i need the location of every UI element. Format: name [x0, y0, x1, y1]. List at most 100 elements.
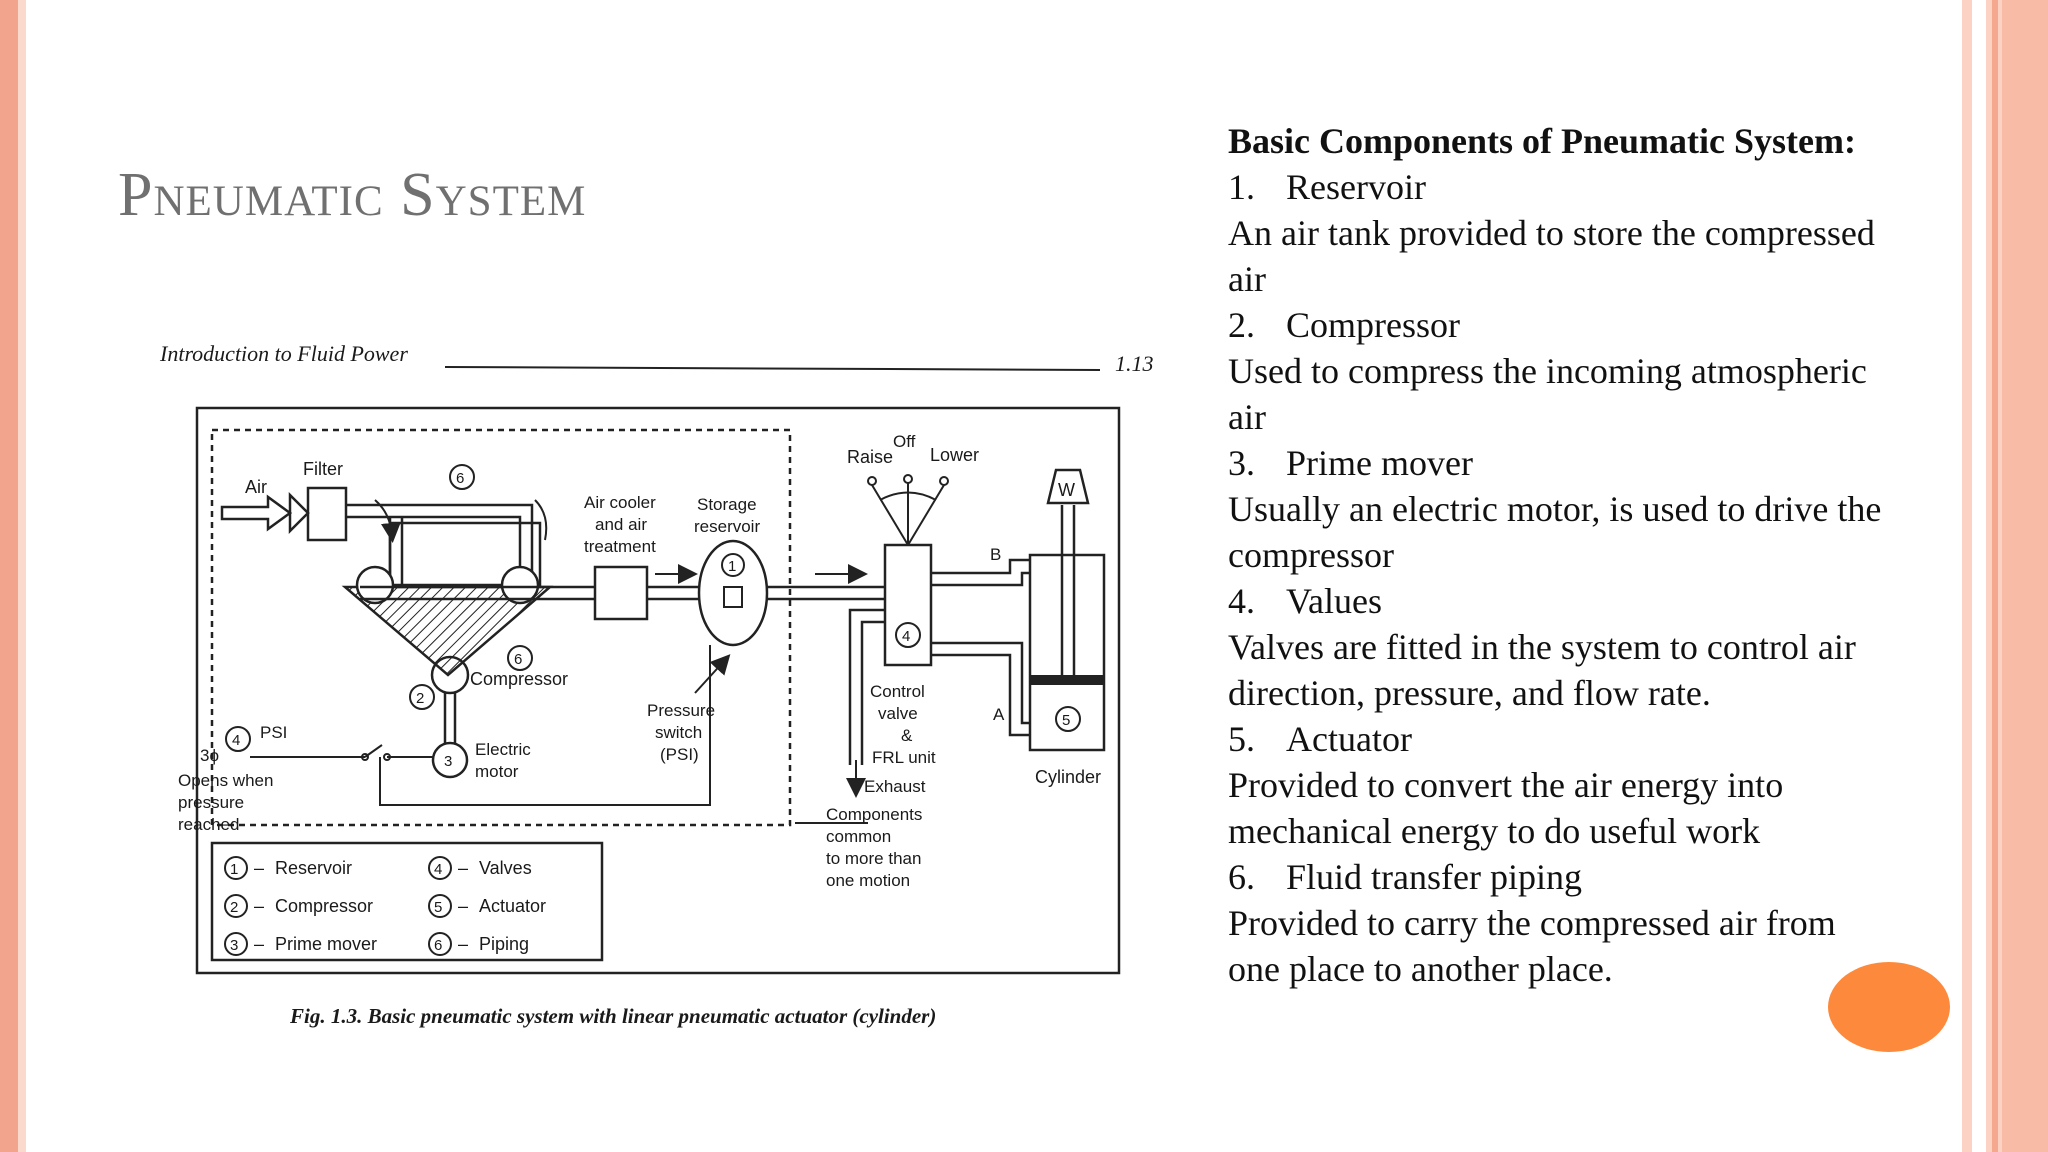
item-title: Fluid transfer piping [1286, 857, 1582, 897]
lever-arc [879, 491, 937, 501]
list-item: 4.Values Valves are fitted in the system… [1228, 578, 1888, 716]
pneumatic-diagram: Introduction to Fluid Power 1.13 Air Fil… [159, 341, 1154, 1028]
label-exhaust: Exhaust [864, 777, 926, 796]
reservoir-outlet-piping [767, 585, 885, 601]
figure-running-head: Introduction to Fluid Power [159, 341, 408, 366]
label-three-phase: 3ϕ [200, 746, 219, 765]
left-accent-stripe-light [18, 0, 26, 1152]
label-control-2: valve [878, 704, 918, 723]
pneumatic-diagram-figure: Introduction to Fluid Power 1.13 Air Fil… [150, 325, 1160, 1045]
label-psi: PSI [260, 723, 287, 742]
label-air: Air [245, 477, 267, 497]
psi-marker-4-text: 4 [232, 732, 240, 749]
label-pressure-switch-1: Pressure [647, 701, 715, 720]
label-opens-1: Opens when [178, 771, 273, 790]
inlet-piping [346, 503, 534, 575]
svg-text:Reservoir: Reservoir [275, 858, 352, 878]
label-electric-1: Electric [475, 740, 531, 759]
label-storage-1: Storage [697, 495, 757, 514]
filter-body [306, 486, 348, 542]
item-description: Provided to convert the air energy into … [1228, 765, 1784, 851]
legend-entry-3: 3 – Prime mover [224, 932, 377, 956]
svg-text:Prime mover: Prime mover [275, 934, 377, 954]
figure-caption: Fig. 1.3. Basic pneumatic system with li… [289, 1004, 936, 1028]
list-item: 6.Fluid transfer piping Provided to carr… [1228, 854, 1888, 992]
item-description: Usually an electric motor, is used to dr… [1228, 489, 1882, 575]
item-title: Values [1286, 581, 1382, 621]
legend-entry-5: 5 – Actuator [428, 894, 546, 918]
electric-motor [431, 741, 469, 779]
flow-arrow-1 [374, 499, 401, 543]
label-w: W [1058, 480, 1075, 500]
right-accent-band [1962, 0, 2048, 1152]
piping-marker-6-top-text: 6 [456, 470, 464, 487]
lever-knob-lower [939, 476, 949, 486]
label-air-cooler-2: and air [595, 515, 647, 534]
legend-entry-4: 4 – Valves [428, 856, 532, 880]
label-raise: Raise [847, 447, 893, 467]
label-storage-2: reservoir [694, 517, 760, 536]
components-heading: Basic Components of Pneumatic System: [1228, 121, 1856, 161]
label-b: B [990, 545, 1001, 564]
svg-text:–: – [458, 858, 468, 878]
pressure-switch-arrow [694, 654, 731, 694]
load-weight [1046, 468, 1090, 505]
label-components-3: to more than [826, 849, 921, 868]
label-air-cooler-3: treatment [584, 537, 656, 556]
item-title: Reservoir [1286, 167, 1426, 207]
item-title: Prime mover [1286, 443, 1473, 483]
item-title: Compressor [1286, 305, 1460, 345]
list-item: 3.Prime mover Usually an electric motor,… [1228, 440, 1888, 578]
svg-text:–: – [458, 896, 468, 916]
running-head-rule [444, 366, 1101, 371]
svg-text:Valves: Valves [479, 858, 532, 878]
label-components-2: common [826, 827, 891, 846]
list-item: 5. Actuator Provided to convert the air e… [1228, 716, 1888, 854]
compressor-marker-2-text: 2 [416, 690, 424, 707]
exhaust-piping [848, 608, 885, 765]
item-number: 6. [1228, 857, 1255, 897]
piston-rod [1060, 505, 1076, 675]
svg-text:Actuator: Actuator [479, 896, 546, 916]
item-description: Valves are fitted in the system to contr… [1228, 627, 1856, 713]
item-description: An air tank provided to store the compre… [1228, 213, 1875, 299]
label-opens-2: pressure [178, 793, 244, 812]
label-compressor: Compressor [470, 669, 568, 689]
label-components-1: Components [826, 805, 922, 824]
piping-marker-6-bottom [507, 645, 533, 671]
label-cylinder: Cylinder [1035, 767, 1101, 787]
figure-page-number: 1.13 [1115, 351, 1154, 376]
pressure-switch-link [379, 645, 711, 806]
svg-text:5: 5 [434, 899, 442, 916]
label-pressure-switch-2: switch [655, 723, 702, 742]
item-description: Used to compress the incoming atmospheri… [1228, 351, 1867, 437]
right-band-gap [1972, 0, 1986, 1152]
item-number: 5. [1228, 719, 1255, 759]
legend-entry-1: 1 – Reservoir [224, 856, 352, 880]
compressor-left-cylinder [355, 565, 395, 605]
legend-box [210, 841, 604, 962]
components-list: Basic Components of Pneumatic System: 1.… [1228, 118, 1888, 992]
motor-marker-3-text: 3 [444, 753, 452, 770]
label-a: A [993, 705, 1005, 724]
svg-text:3: 3 [230, 937, 238, 954]
pressure-switch-body [723, 586, 743, 608]
svg-text:–: – [254, 934, 264, 954]
figure-frame [195, 406, 1121, 975]
right-band-fill [2002, 0, 2048, 1152]
label-electric-2: motor [475, 762, 519, 781]
cooler-outlet-piping [647, 585, 700, 601]
compressor-outlet-piping [540, 585, 595, 601]
svg-text:4: 4 [434, 861, 442, 878]
item-number: 2. [1228, 305, 1255, 345]
label-control-4: FRL unit [872, 748, 936, 767]
reservoir-marker-1 [721, 553, 745, 577]
item-title: Actuator [1286, 719, 1412, 759]
psi-marker-4 [225, 726, 251, 752]
cylinder-body [1028, 553, 1106, 752]
legend-entry-2: 2 – Compressor [224, 894, 373, 918]
list-item: 1.Reservoir An air tank provided to stor… [1228, 164, 1888, 302]
label-off: Off [893, 432, 916, 451]
right-band-line [1992, 0, 1998, 1152]
psi-switch-node-1 [361, 753, 369, 761]
